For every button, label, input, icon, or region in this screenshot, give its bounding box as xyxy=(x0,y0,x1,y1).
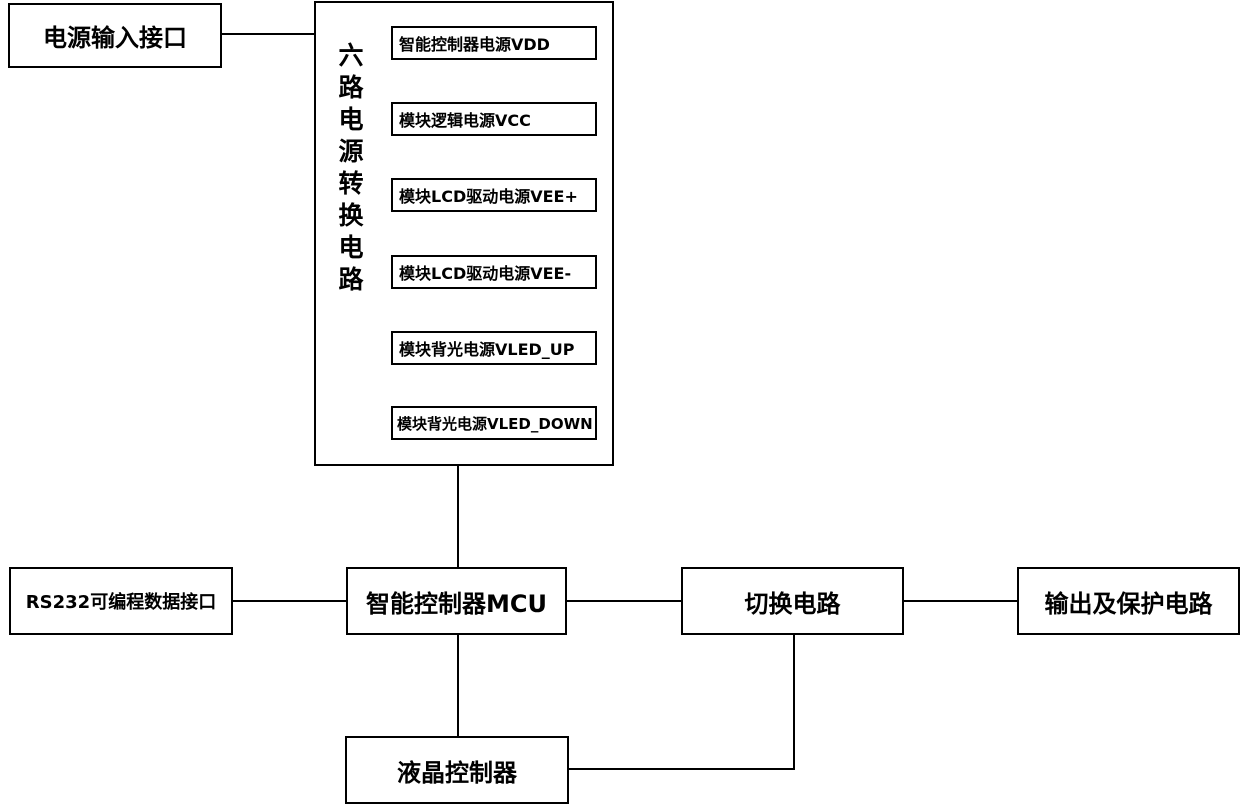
switch-label: 切换电路 xyxy=(745,584,841,619)
rail-vled-up-box: 模块背光电源VLED_UP xyxy=(391,331,597,365)
rail-vcc-box: 模块逻辑电源VCC xyxy=(391,102,597,136)
mcu-box: 智能控制器MCU xyxy=(346,567,567,635)
mcu-label: 智能控制器MCU xyxy=(366,584,547,619)
rail-vee-plus-label: 模块LCD驱动电源VEE+ xyxy=(399,183,578,207)
rail-vee-plus-box: 模块LCD驱动电源VEE+ xyxy=(391,178,597,212)
power-input-label: 电源输入接口 xyxy=(43,18,187,53)
rail-vdd-label: 智能控制器电源VDD xyxy=(399,31,550,55)
rs232-box: RS232可编程数据接口 xyxy=(9,567,233,635)
rail-vdd-box: 智能控制器电源VDD xyxy=(391,26,597,60)
power-input-box: 电源输入接口 xyxy=(8,3,222,68)
rail-vee-minus-box: 模块LCD驱动电源VEE- xyxy=(391,255,597,289)
rs232-label: RS232可编程数据接口 xyxy=(26,588,216,614)
wire-switch-to-lcd xyxy=(569,634,794,769)
rail-vled-down-label: 模块背光电源VLED_DOWN xyxy=(397,413,593,434)
lcd-box: 液晶控制器 xyxy=(345,736,569,804)
rail-vled-up-label: 模块背光电源VLED_UP xyxy=(399,336,575,360)
rail-vled-down-box: 模块背光电源VLED_DOWN xyxy=(391,406,597,440)
output-label: 输出及保护电路 xyxy=(1045,584,1213,619)
switch-box: 切换电路 xyxy=(681,567,904,635)
rail-vcc-label: 模块逻辑电源VCC xyxy=(399,107,531,131)
rail-vee-minus-label: 模块LCD驱动电源VEE- xyxy=(399,260,571,284)
converter-title: 六路电源转换电路 xyxy=(334,40,368,296)
output-box: 输出及保护电路 xyxy=(1017,567,1240,635)
lcd-label: 液晶控制器 xyxy=(397,753,517,788)
